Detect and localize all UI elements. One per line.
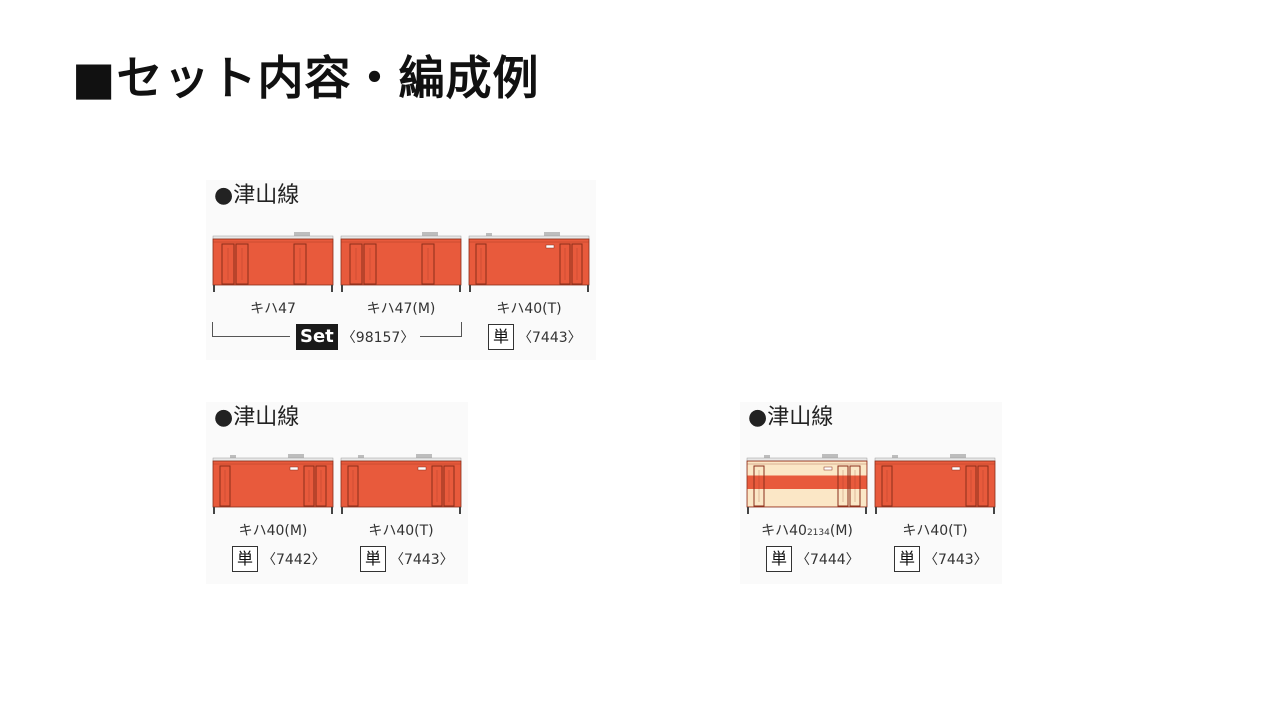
single-tag: 単 〈7442〉 <box>232 546 326 572</box>
single-tag: 単 〈7443〉 <box>360 546 454 572</box>
page-title: ■セット内容・編成例 <box>72 51 540 105</box>
railcar-kiha47-m <box>340 232 462 298</box>
railcar-kiha40-m <box>212 454 334 520</box>
single-product-number: 〈7444〉 <box>796 552 860 568</box>
car-model: キハ40 <box>761 523 807 539</box>
car-model-tail: (M) <box>829 523 853 539</box>
section-title: ●津山線 <box>214 405 300 430</box>
formation-section-2: ●津山線 キハ40(M) キハ40(T) 単 〈7442〉 単 〈7443〉 <box>206 402 468 584</box>
car-label: キハ40(T) <box>496 301 562 317</box>
car-label: キハ40(M) <box>238 523 308 539</box>
single-badge: 単 <box>488 324 514 350</box>
railcar-kiha40-t <box>468 232 590 298</box>
car-label: キハ40(T) <box>902 523 968 539</box>
railcar-kiha40-2134-m <box>746 454 868 520</box>
single-badge: 単 <box>766 546 792 572</box>
set-tag: Set 〈98157〉 <box>290 324 421 350</box>
single-product-number: 〈7443〉 <box>390 552 454 568</box>
single-badge: 単 <box>894 546 920 572</box>
car-label: キハ402134(M) <box>732 522 882 542</box>
railcar-kiha47 <box>212 232 334 298</box>
railcar-kiha40-t <box>874 454 996 520</box>
single-tag: 単 〈7443〉 <box>894 546 988 572</box>
single-badge: 単 <box>232 546 258 572</box>
formation-section-1: ●津山線 キハ47 キハ47(M) キハ40(T) Set 〈98157〉 単 … <box>206 180 596 360</box>
single-product-number: 〈7443〉 <box>924 552 988 568</box>
railcar-kiha40-t <box>340 454 462 520</box>
car-number: 2134 <box>806 528 830 538</box>
car-label: キハ47 <box>250 301 296 317</box>
single-product-number: 〈7443〉 <box>518 330 582 346</box>
single-tag: 単 〈7444〉 <box>766 546 860 572</box>
single-badge: 単 <box>360 546 386 572</box>
section-title: ●津山線 <box>748 405 834 430</box>
car-label: キハ47(M) <box>366 301 436 317</box>
section-title: ●津山線 <box>214 183 300 208</box>
single-product-number: 〈7442〉 <box>262 552 326 568</box>
set-badge: Set <box>296 324 338 350</box>
car-label: キハ40(T) <box>368 523 434 539</box>
formation-section-3: ●津山線 キハ402134(M) キハ40(T) 単 〈7444〉 単 〈744… <box>740 402 1002 584</box>
set-product-number: 〈98157〉 <box>341 330 415 346</box>
single-tag: 単 〈7443〉 <box>488 324 582 350</box>
